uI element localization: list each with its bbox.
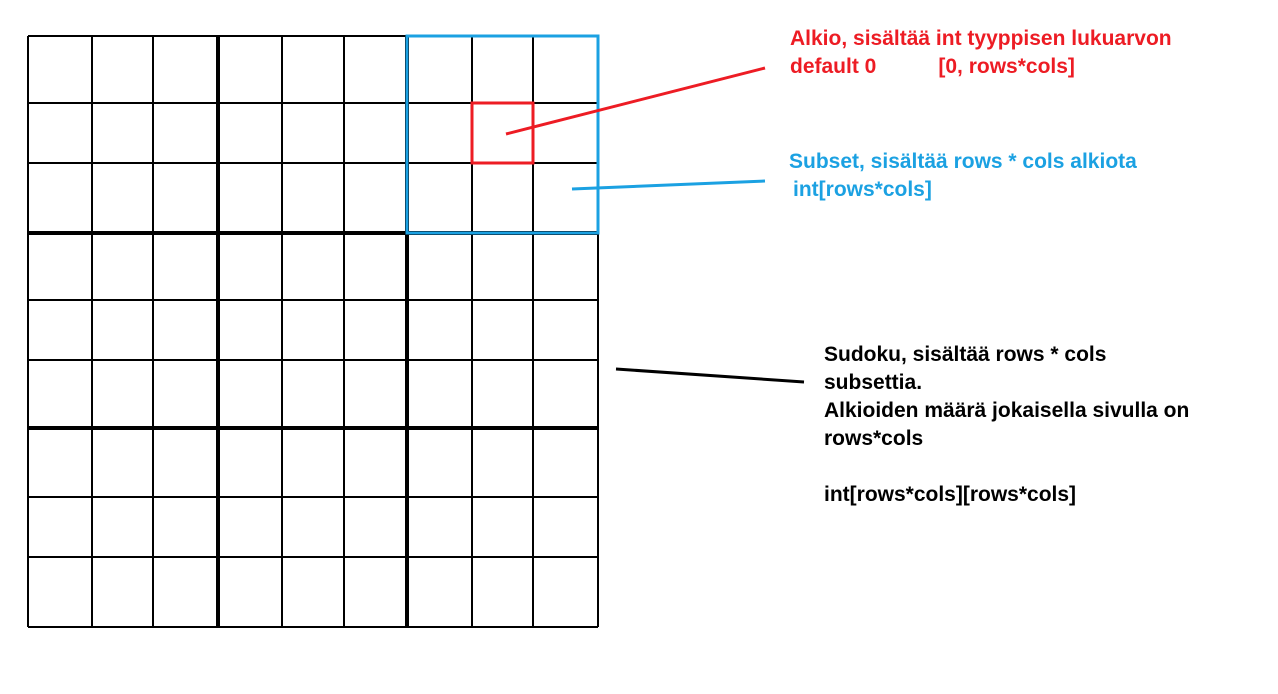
alkio-annotation-range: [0, rows*cols] bbox=[938, 55, 1075, 78]
sudoku-grid-thick-lines bbox=[28, 36, 598, 627]
sudoku-annotation: Sudoku, sisältää rows * cols subsettia. … bbox=[824, 341, 1189, 509]
alkio-highlight-box bbox=[470, 101, 535, 165]
subset-highlight-box bbox=[405, 34, 600, 235]
alkio-annotation-default: default 0 bbox=[790, 55, 877, 78]
sudoku-annotation-line5: int[rows*cols][rows*cols] bbox=[824, 483, 1077, 506]
subset-annotation: Subset, sisältää rows * cols alkiota int… bbox=[789, 148, 1137, 204]
sudoku-annotation-line4: rows*cols bbox=[824, 427, 924, 450]
alkio-annotation: Alkio, sisältää int tyyppisen lukuarvon … bbox=[790, 25, 1172, 81]
sudoku-grid-thin-lines bbox=[27, 35, 599, 628]
sudoku-pointer-line bbox=[615, 367, 805, 384]
sudoku-annotation-line1: Sudoku, sisältää rows * cols bbox=[824, 343, 1107, 366]
subset-annotation-line2: int[rows*cols] bbox=[793, 178, 932, 201]
subset-annotation-line1: Subset, sisältää rows * cols alkiota bbox=[789, 150, 1137, 173]
sudoku-annotation-line2: subsettia. bbox=[824, 371, 923, 394]
subset-pointer-line bbox=[571, 179, 766, 191]
alkio-annotation-line1: Alkio, sisältää int tyyppisen lukuarvon bbox=[790, 27, 1172, 50]
sudoku-annotation-line3: Alkioiden määrä jokaisella sivulla on bbox=[824, 399, 1190, 422]
alkio-pointer-line bbox=[505, 66, 766, 136]
